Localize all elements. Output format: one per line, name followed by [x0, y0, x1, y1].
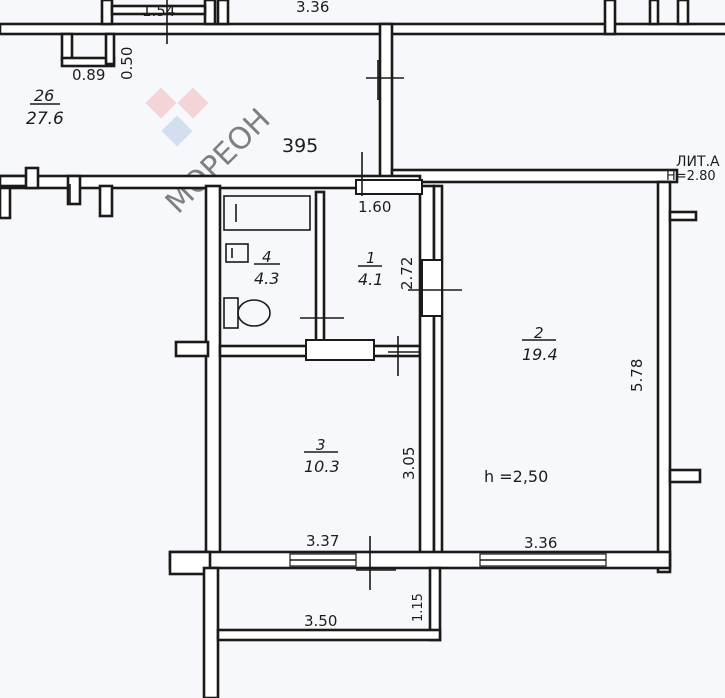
dim-niche-height: 0.50: [118, 47, 136, 80]
dim-room1-width: 1.60: [358, 198, 391, 216]
dim-room2-width: 3.36: [524, 534, 557, 552]
dim-balcony-depth: 1.15: [411, 593, 426, 622]
top-walls: [0, 0, 725, 68]
area-dividers: [30, 103, 556, 453]
dim-top-mid: 3.36: [296, 0, 329, 16]
room-4-area: 4.3: [254, 269, 279, 288]
dim-room3-width: 3.37: [306, 532, 339, 550]
room-4-number: 4: [262, 248, 272, 266]
room-3-area: 10.3: [304, 457, 340, 476]
toilet-icon: [223, 297, 271, 329]
windows: [289, 553, 607, 567]
bathtub-icon: [223, 195, 311, 231]
dim-room1-height: 2.72: [398, 257, 416, 290]
door-openings: [305, 179, 443, 361]
dim-top-left: 1.54: [142, 2, 175, 20]
room-26-number: 26: [34, 86, 54, 105]
room-2-area: 19.4: [522, 345, 558, 364]
lit-height: Н=2.80: [666, 169, 716, 184]
dim-room2-height: 5.78: [628, 359, 646, 392]
room-26-area: 27.6: [26, 109, 64, 129]
room-1-area: 4.1: [358, 270, 383, 289]
dim-corridor: 395: [282, 135, 318, 157]
room-2-number: 2: [534, 324, 544, 342]
dim-balcony-width: 3.50: [304, 612, 337, 630]
sink-icon: [225, 243, 249, 263]
room-3-number: 3: [316, 436, 326, 454]
lit-label: ЛИТ.А: [676, 154, 720, 170]
corridor-walls: [0, 22, 679, 220]
dim-niche-width: 0.89: [72, 66, 105, 84]
height-note: h =2,50: [484, 467, 548, 486]
room-1-number: 1: [366, 249, 376, 267]
dimension-ticks: [69, 0, 462, 590]
dim-room3-height: 3.05: [400, 447, 418, 480]
